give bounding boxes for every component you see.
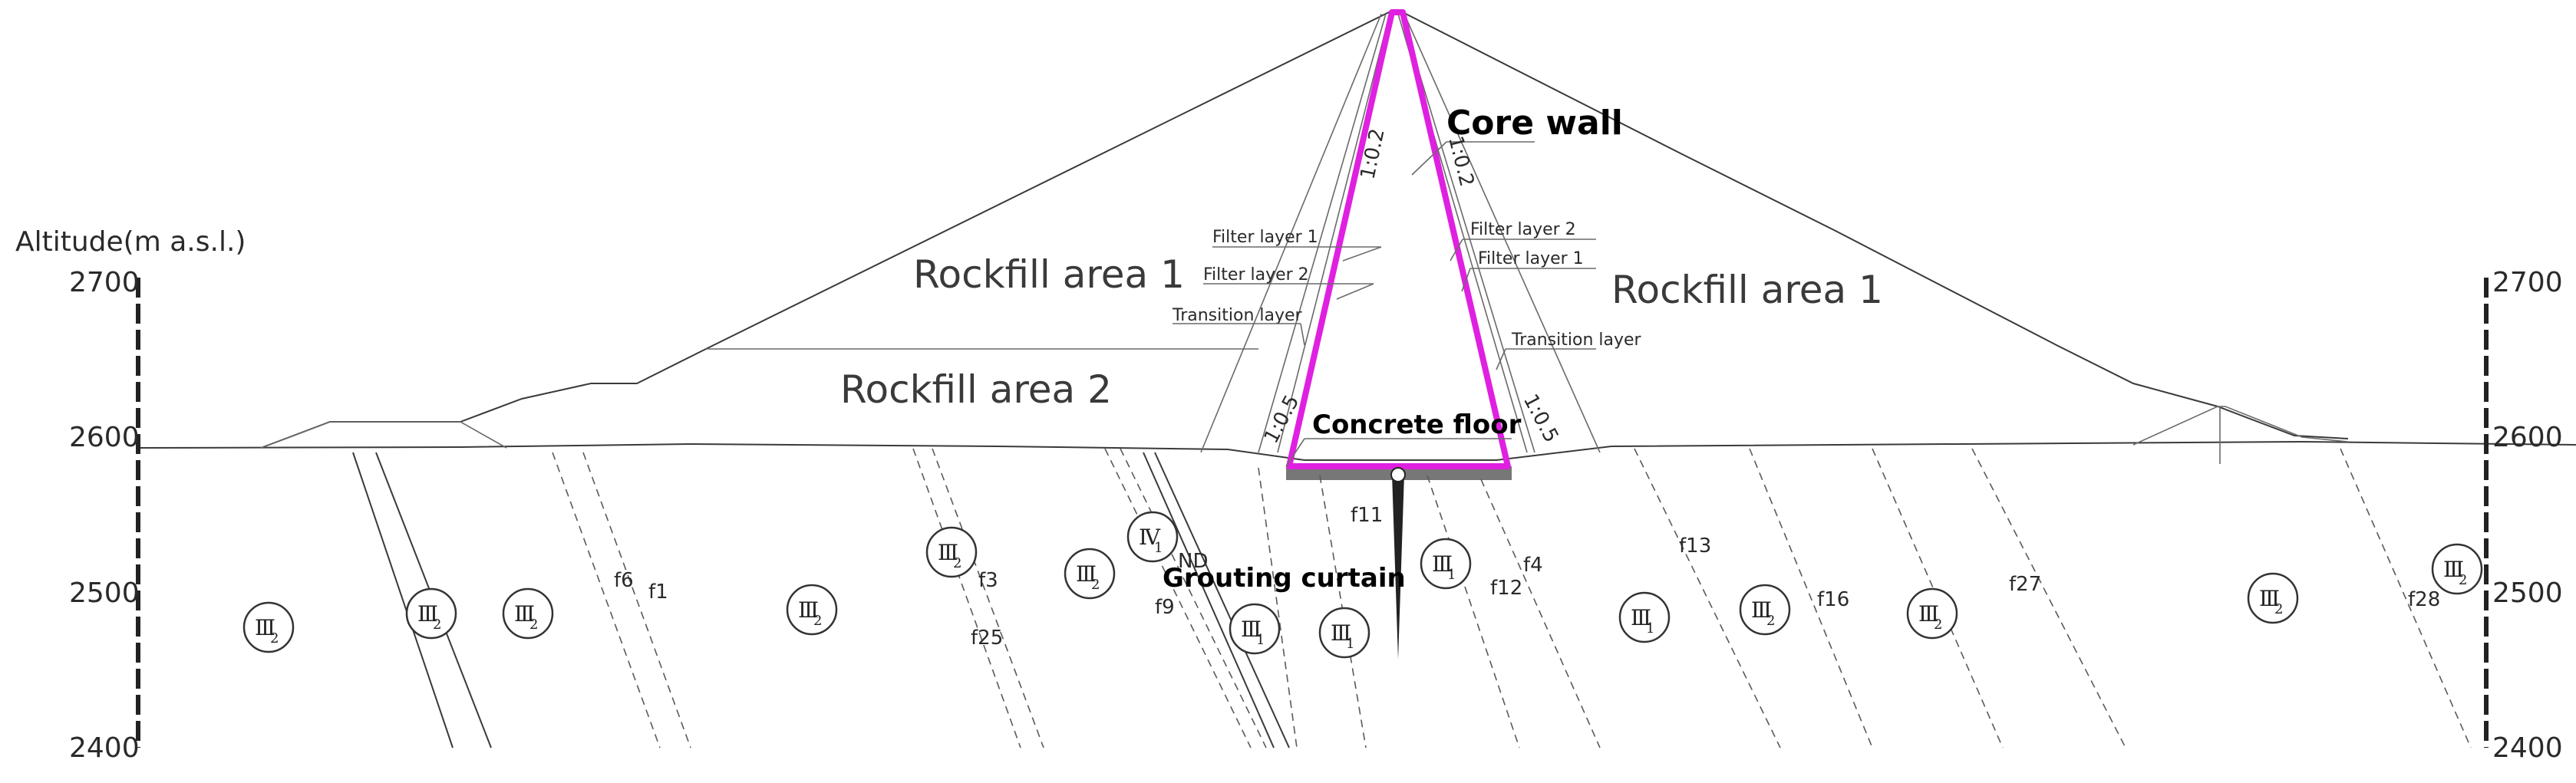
- rock-class-marker: Ⅲ 2: [1064, 548, 1116, 600]
- filter1-line-left: [1277, 13, 1390, 453]
- filter-layer-2-right-label: Filter layer 2: [1470, 220, 1576, 239]
- downstream-slope: [1399, 10, 2349, 439]
- svg-text:Ⅲ: Ⅲ: [1076, 561, 1097, 587]
- right-tick-2700: 2700: [2492, 267, 2563, 298]
- transition-line-right: [1403, 13, 1601, 453]
- fault-label-f25: f25: [971, 627, 1003, 650]
- rock-class-marker: Ⅲ 1: [1318, 607, 1370, 659]
- svg-text:2: 2: [2274, 601, 2283, 617]
- rockfill-area-2-left: Rockfill area 2: [840, 367, 1112, 412]
- rockfill-area-1-left: Rockfill area 1: [913, 252, 1185, 297]
- left-tick-2500: 2500: [69, 577, 140, 609]
- svg-text:2: 2: [529, 617, 538, 633]
- fault-label-f3: f3: [978, 569, 998, 592]
- rock-class-marker: Ⅲ 1: [1618, 591, 1671, 643]
- transition-layer-right-label: Transition layer: [1511, 331, 1642, 350]
- fault-label-f4: f4: [1523, 554, 1543, 577]
- transition-line-left: [1200, 13, 1382, 453]
- filter2-line-left: [1258, 13, 1387, 453]
- upstream-berm: [260, 421, 507, 449]
- rock-class-marker: Ⅲ 2: [1739, 584, 1791, 636]
- rock-class-marker: Ⅲ 2: [2247, 572, 2299, 624]
- filter2-line-right: [1400, 13, 1535, 453]
- filter-layer-1-right-label: Filter layer 1: [1478, 249, 1584, 268]
- right-tick-2600: 2600: [2492, 422, 2563, 453]
- fault-label-f6: f6: [614, 569, 634, 592]
- concrete-floor-label: Concrete floor: [1312, 410, 1522, 440]
- rock-class-marker: Ⅲ 2: [242, 601, 295, 653]
- left-tick-2600: 2600: [69, 422, 140, 453]
- transition-layer-left-label: Transition layer: [1172, 306, 1303, 325]
- rock-class-marker: Ⅲ 2: [925, 526, 978, 578]
- svg-text:Ⅲ: Ⅲ: [1241, 617, 1262, 642]
- fault-label-f27: f27: [2009, 573, 2041, 596]
- fault-label-f12: f12: [1490, 577, 1522, 600]
- rockfill-area-1-right: Rockfill area 1: [1611, 268, 1883, 312]
- rock-class-marker: Ⅲ 2: [502, 587, 554, 640]
- svg-text:Ⅲ: Ⅲ: [1331, 620, 1351, 646]
- svg-text:2: 2: [2459, 572, 2467, 588]
- fault-label-f11: f11: [1351, 504, 1383, 527]
- svg-text:2: 2: [1934, 617, 1942, 633]
- concrete-floor-leader: [1285, 438, 1305, 467]
- svg-text:2: 2: [953, 555, 961, 571]
- rock-class-marker: Ⅲ 1: [1420, 538, 1472, 590]
- svg-text:2: 2: [813, 613, 822, 629]
- fault-label-f28: f28: [2408, 588, 2440, 611]
- grouting-curtain-label: Grouting curtain: [1163, 563, 1406, 594]
- fault-label-f16: f16: [1817, 588, 1849, 611]
- svg-text:Ⅲ: Ⅲ: [798, 597, 819, 623]
- fault-label-f9: f9: [1155, 596, 1175, 619]
- rock-class-marker: Ⅳ 1: [1126, 511, 1179, 563]
- fault-label-f1: f1: [648, 581, 668, 604]
- svg-text:1: 1: [1646, 620, 1654, 637]
- left-tick-2700: 2700: [69, 267, 140, 298]
- svg-text:Ⅲ: Ⅲ: [255, 615, 275, 640]
- svg-text:Ⅲ: Ⅲ: [514, 601, 535, 627]
- svg-text:Ⅲ: Ⅲ: [1631, 605, 1651, 630]
- svg-text:Ⅲ: Ⅲ: [1918, 601, 1939, 627]
- axis-title: Altitude(m a.s.l.): [15, 226, 246, 258]
- svg-text:Ⅲ: Ⅲ: [417, 601, 438, 627]
- grouting-curtain-shape: [1392, 474, 1404, 660]
- right-tick-2400: 2400: [2492, 732, 2563, 764]
- right-tick-2500: 2500: [2492, 577, 2563, 609]
- left-tick-2400: 2400: [69, 732, 140, 764]
- svg-text:2: 2: [1091, 577, 1100, 593]
- rock-class-marker: Ⅲ 2: [405, 587, 457, 640]
- svg-text:Ⅲ: Ⅲ: [938, 540, 958, 565]
- fault-lines: [352, 448, 2472, 748]
- svg-text:1: 1: [1447, 567, 1456, 583]
- core-wall-label: Core wall: [1446, 104, 1623, 143]
- fault-label-f13: f13: [1679, 535, 1711, 558]
- rock-class-marker: Ⅲ 1: [1229, 603, 1281, 655]
- rock-class-marker: Ⅲ 2: [786, 584, 838, 636]
- svg-text:1: 1: [1346, 636, 1354, 652]
- svg-text:Ⅲ: Ⅲ: [1751, 597, 1772, 623]
- filter-layer-1-left-label: Filter layer 1: [1212, 228, 1318, 247]
- svg-text:1: 1: [1256, 632, 1265, 648]
- rock-class-marker: Ⅲ 2: [1906, 587, 1958, 640]
- svg-text:2: 2: [1766, 613, 1775, 629]
- core-wall-outline: [1286, 9, 1511, 469]
- rock-class-marker: Ⅲ 2: [2431, 543, 2483, 595]
- slope-lower-right: 1:0.5: [1519, 390, 1563, 446]
- ground-line: [137, 440, 2576, 461]
- filter-layer-2-left-label: Filter layer 2: [1203, 265, 1309, 285]
- downstream-berm: [2132, 406, 2349, 446]
- nd-label: ND: [1178, 550, 1208, 573]
- core-wall-leader: [1411, 141, 1447, 176]
- svg-text:2: 2: [270, 630, 279, 646]
- svg-text:Ⅲ: Ⅲ: [1432, 551, 1453, 577]
- svg-text:Ⅲ: Ⅲ: [2443, 557, 2464, 582]
- svg-text:2: 2: [433, 617, 441, 633]
- svg-text:Ⅳ: Ⅳ: [1139, 525, 1161, 550]
- svg-text:Ⅲ: Ⅲ: [2259, 586, 2280, 611]
- svg-text:1: 1: [1154, 540, 1163, 556]
- grouting-gallery: [1390, 467, 1406, 482]
